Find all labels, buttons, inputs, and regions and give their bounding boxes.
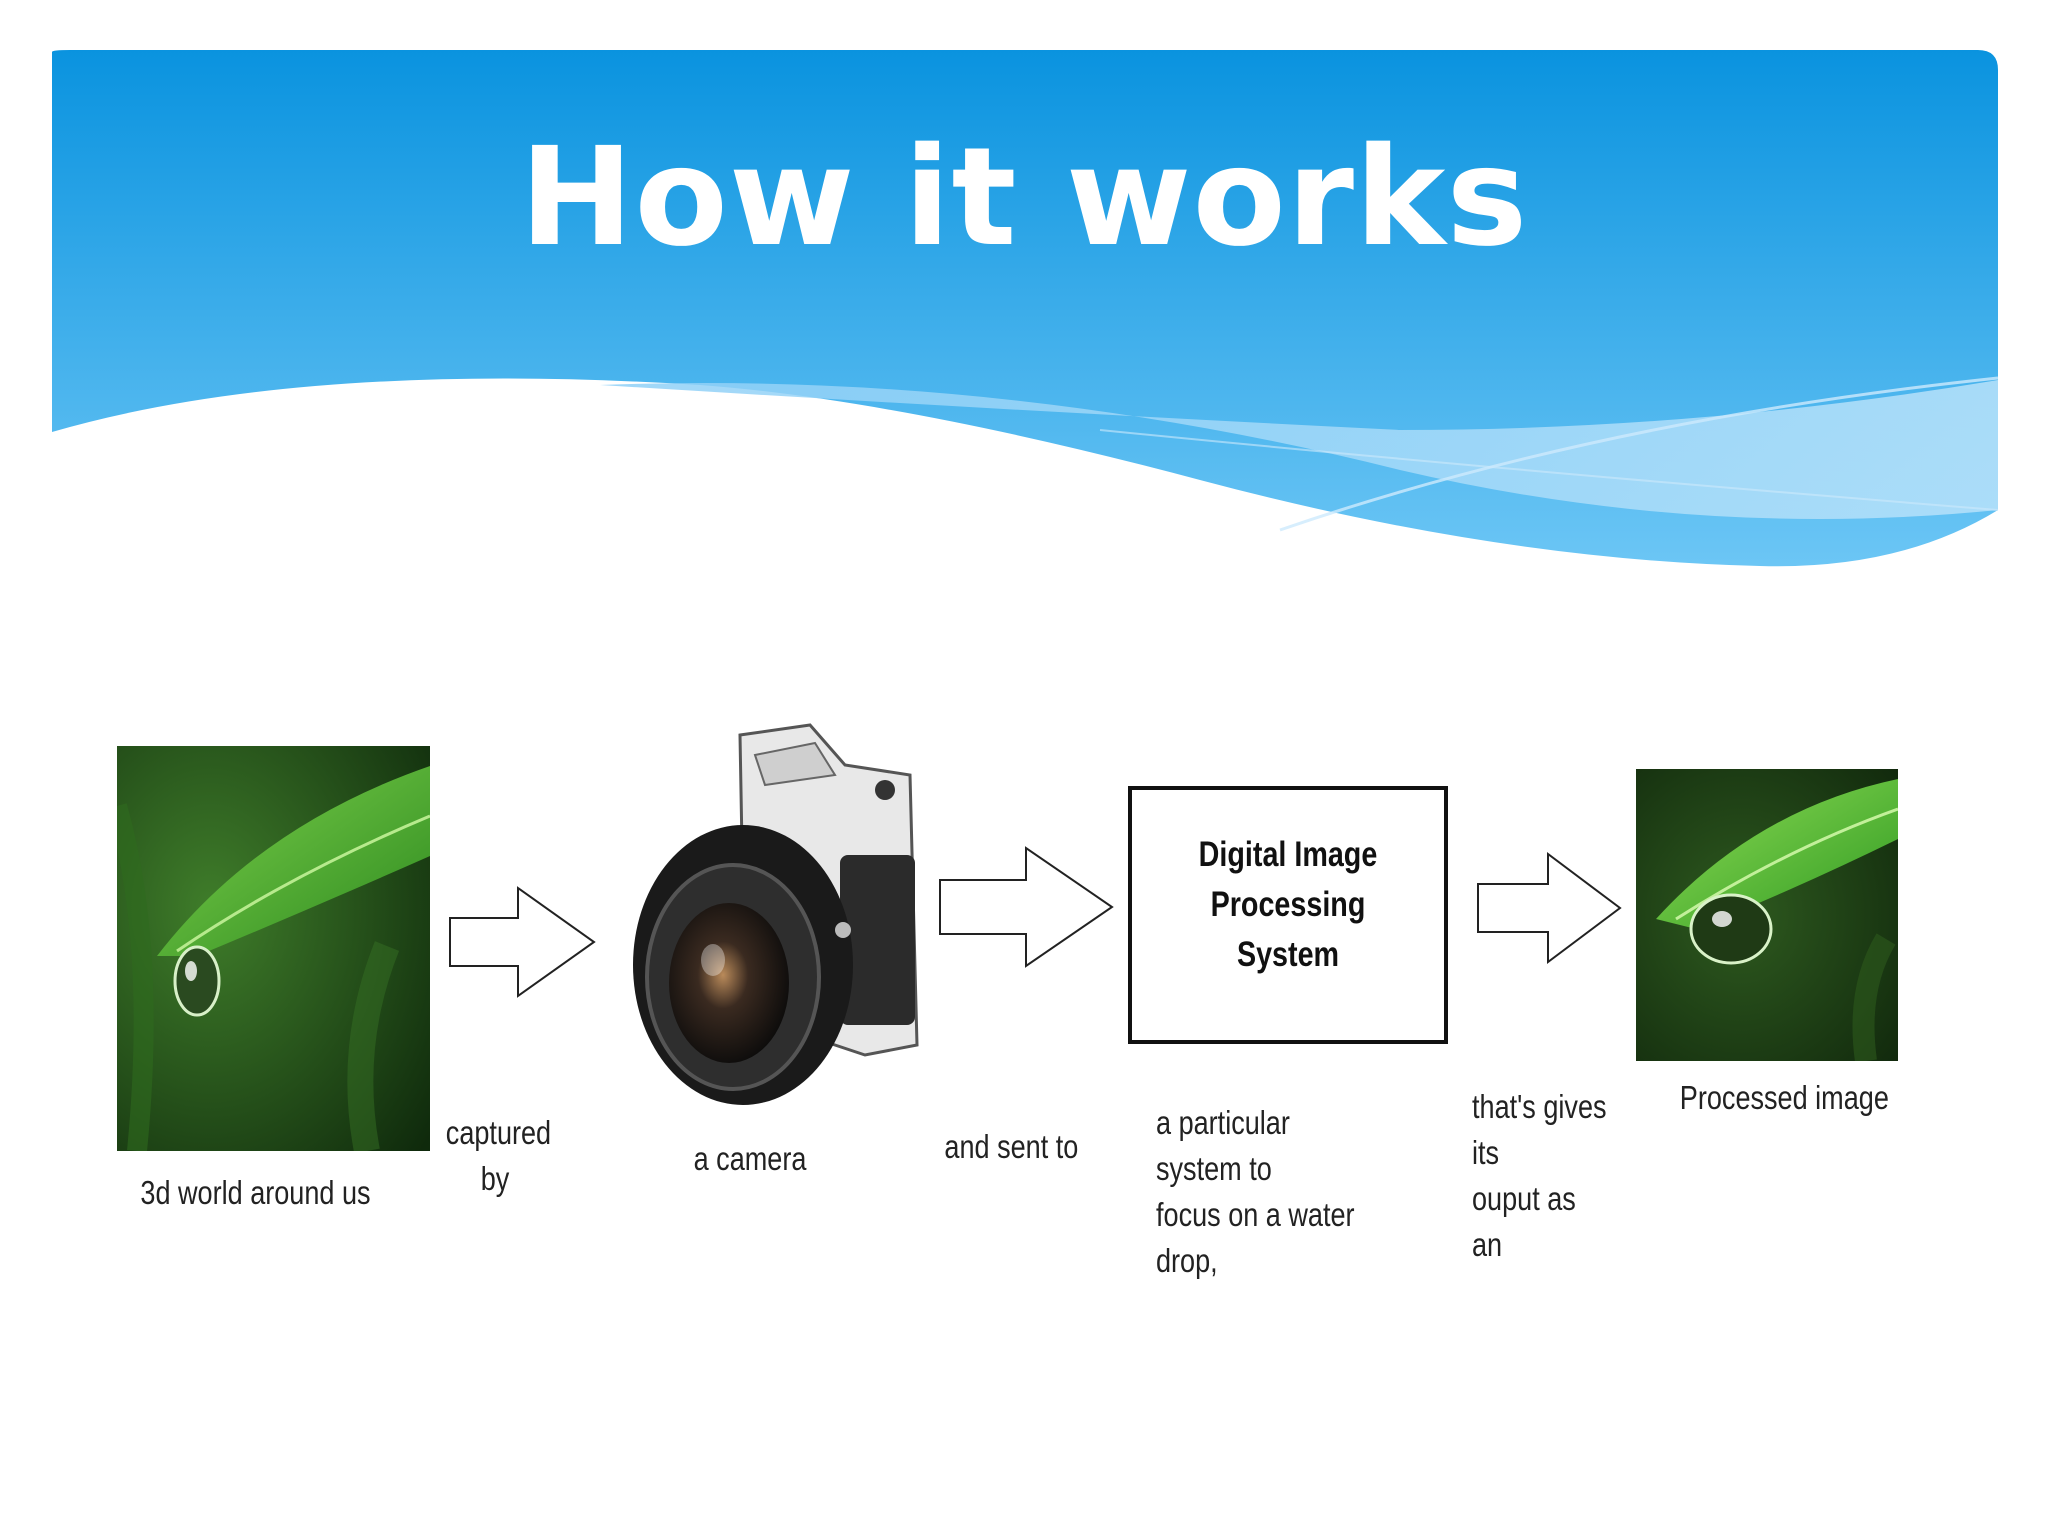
banner-wave-graphic [52,50,1999,567]
processing-system-title: Digital Image Processing System [1198,835,1378,974]
step-label-camera: a camera [693,1140,807,1177]
right-arrow-icon [938,846,1114,968]
leaf-photo-icon [117,746,430,1151]
slide-title: How it works [519,119,1529,277]
step-label-captured-by: captured by [445,1114,552,1197]
step-label-gives-output: that's gives its ouput as an [1472,1088,1607,1263]
step-label-system-caption: a particular system to focus on a water … [1156,1104,1355,1279]
header-banner: How it works [0,0,2048,600]
step-label-processed-image: Processed image [1679,1079,1889,1116]
right-arrow-icon [448,886,596,998]
step-label-sent-to: and sent to [944,1128,1079,1165]
processing-system-box: Digital Image Processing System [1128,786,1448,1044]
camera-icon [625,715,925,1135]
right-arrow-icon [1476,852,1622,964]
step-label-world: 3d world around us [140,1174,371,1211]
leaf-photo-icon [1636,769,1898,1061]
